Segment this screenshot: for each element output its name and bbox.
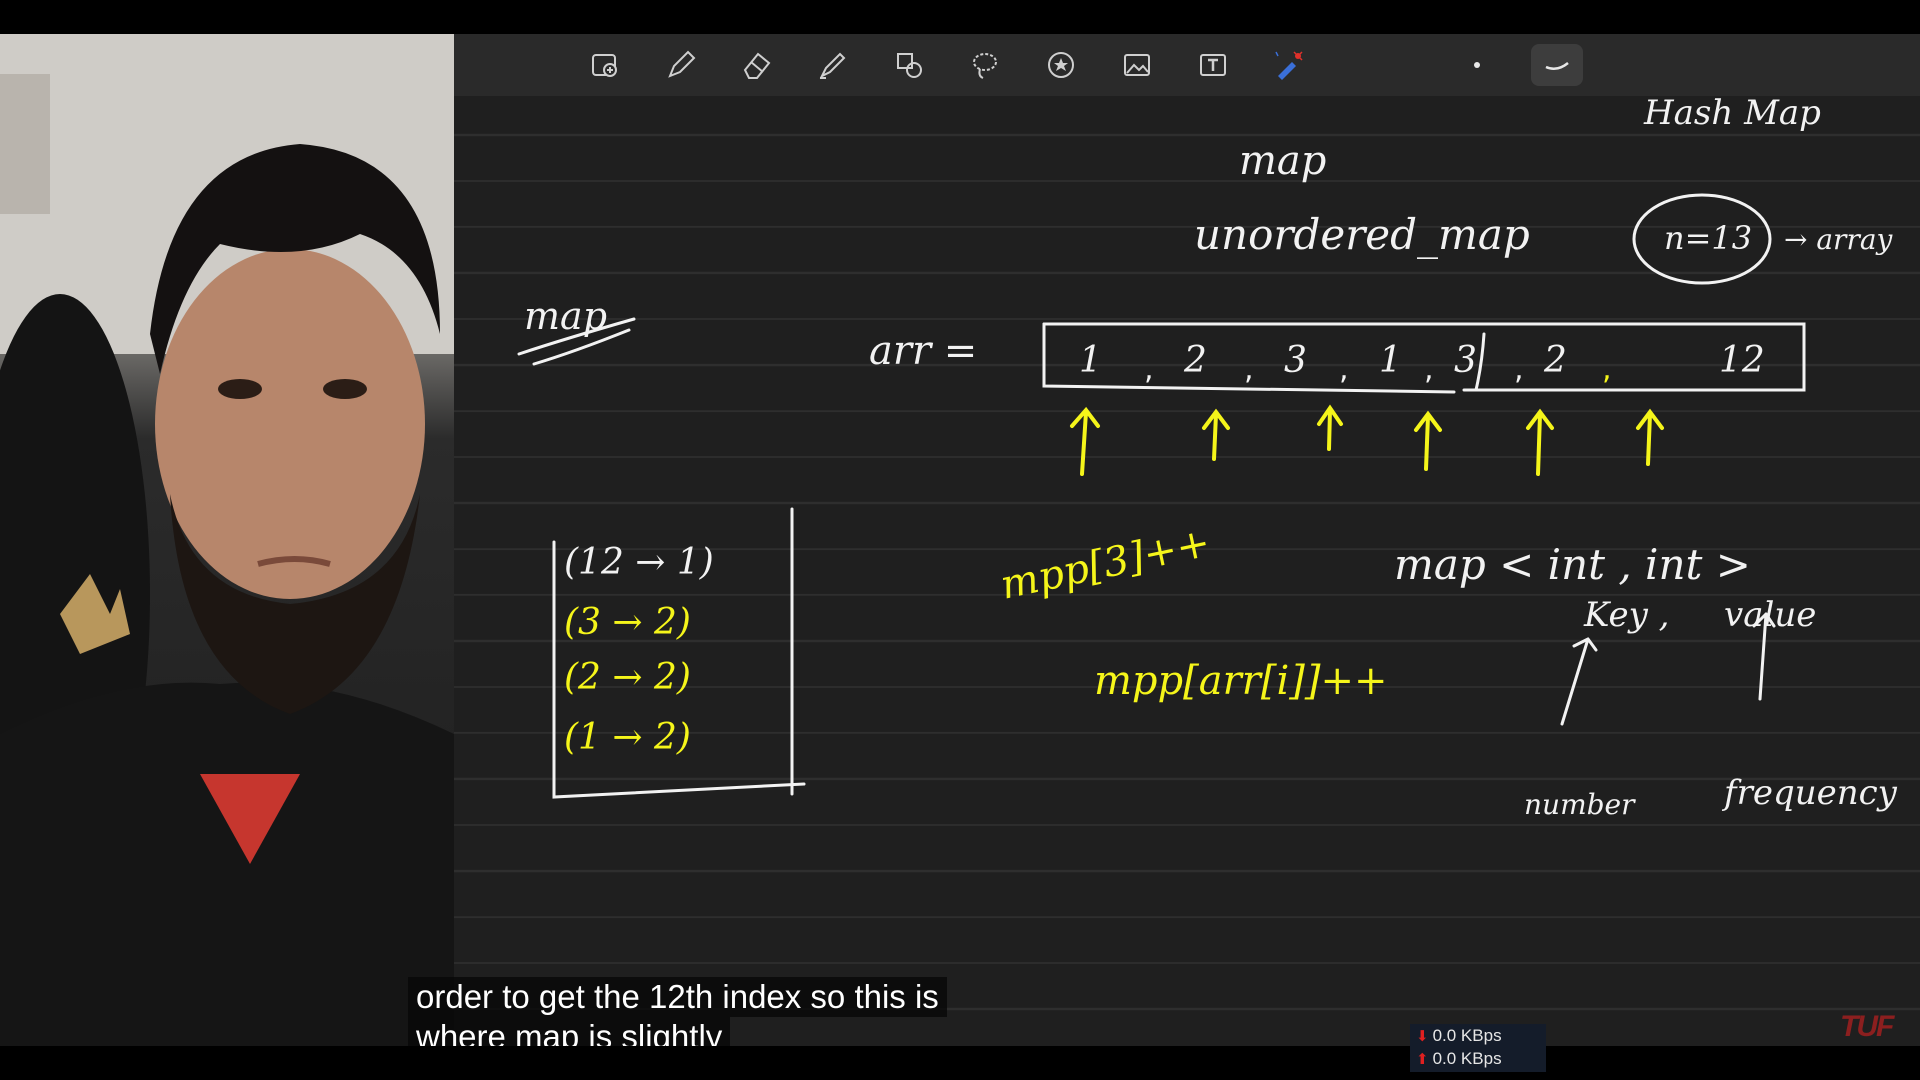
unordered-map-label: unordered_map: [1194, 210, 1530, 259]
webcam-feed: [0, 34, 454, 1046]
mpp-arr-expression: mpp[arr[i]]++: [1094, 658, 1387, 704]
presenter-illustration: [0, 34, 454, 1046]
subtitle-box: order to get the 12th index so this is w…: [408, 977, 947, 1057]
map-label: map: [1239, 138, 1326, 184]
arr-equals-label: arr =: [869, 328, 977, 374]
box-entry-1: (3 → 2): [564, 602, 691, 643]
svg-text:,: ,: [1144, 352, 1154, 387]
add-page-icon[interactable]: [584, 44, 626, 86]
svg-text:,: ,: [1602, 352, 1612, 387]
handwriting-layer: Hash Map map unordered_map map n=13 → ar…: [517, 93, 1898, 821]
sticker-icon[interactable]: [1040, 44, 1082, 86]
text-icon[interactable]: [1192, 44, 1234, 86]
dot-size-icon[interactable]: [1456, 44, 1498, 86]
mpp3-expression: mpp[3]++: [997, 520, 1215, 609]
n-label: n=13: [1664, 219, 1752, 257]
upload-speed: 0.0 KBps: [1432, 1048, 1502, 1068]
box-entry-0: (12 → 1): [564, 542, 714, 583]
arr-value-4: 3: [1454, 340, 1477, 381]
subtitle-line-1: order to get the 12th index so this is: [408, 977, 947, 1017]
key-label: Key ,: [1583, 595, 1669, 635]
box-entry-2: (2 → 2): [564, 657, 691, 698]
arr-value-6: 12: [1719, 340, 1765, 381]
pen-icon[interactable]: [660, 44, 702, 86]
download-arrow-icon: ⬇: [1416, 1027, 1429, 1045]
number-label: number: [1524, 788, 1636, 821]
svg-text:,: ,: [1514, 352, 1524, 387]
notes-canvas[interactable]: Hash Map map unordered_map map n=13 → ar…: [454, 34, 1920, 1046]
arr-value-0: 1: [1079, 340, 1102, 381]
image-icon[interactable]: [1116, 44, 1158, 86]
value-label: value: [1724, 595, 1816, 635]
arr-value-5: 2: [1543, 340, 1567, 381]
arr-value-1: 2: [1183, 340, 1207, 381]
map-declaration: map < int , int >: [1394, 540, 1751, 589]
top-black-bar: [0, 0, 1920, 34]
svg-text:,: ,: [1424, 352, 1434, 387]
svg-text:,: ,: [1244, 352, 1254, 387]
network-speed-widget: ⬇ 0.0 KBps ⬆ 0.0 KBps: [1410, 1024, 1546, 1072]
upload-arrow-icon: ⬆: [1416, 1050, 1429, 1068]
laser-pointer-icon[interactable]: [1268, 44, 1310, 86]
bottom-black-bar: [0, 1046, 1920, 1080]
notes-toolbar: [454, 34, 1920, 96]
shapes-icon[interactable]: [888, 44, 930, 86]
arr-value-2: 3: [1284, 340, 1307, 381]
frequency-label: frequency: [1721, 773, 1898, 813]
arr-value-3: 1: [1379, 340, 1402, 381]
box-entry-3: (1 → 2): [564, 717, 691, 758]
download-speed: 0.0 KBps: [1432, 1025, 1502, 1045]
eraser-icon[interactable]: [736, 44, 778, 86]
array-label: → array: [1784, 223, 1894, 256]
svg-text:,: ,: [1339, 352, 1349, 387]
stroke-style-icon[interactable]: [1531, 44, 1583, 86]
channel-watermark: TUF: [1840, 1010, 1894, 1043]
hashmap-label: Hash Map: [1643, 93, 1821, 133]
highlighter-icon[interactable]: [812, 44, 854, 86]
lasso-icon[interactable]: [964, 44, 1006, 86]
